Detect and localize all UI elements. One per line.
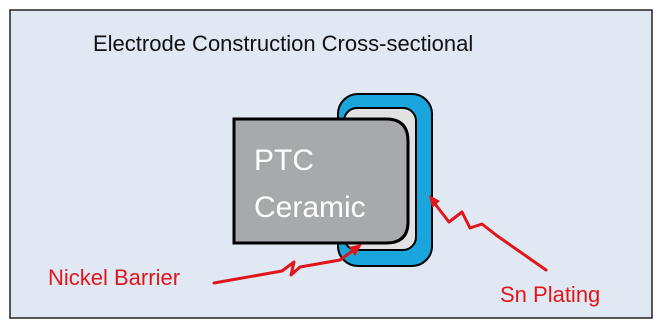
sn-plating-callout-arrow	[429, 195, 440, 208]
nickel-barrier-callout-arrow	[349, 244, 362, 256]
nickel-barrier-callout-line	[212, 245, 360, 285]
ceramic-label: Ceramic	[254, 191, 366, 224]
sn-plating-callout-line	[430, 198, 548, 272]
ptc-label: PTC	[254, 144, 314, 177]
sn-plating-label: Sn Plating	[500, 282, 600, 307]
ptc-ceramic-body	[232, 117, 410, 245]
nickel-barrier-label: Nickel Barrier	[48, 265, 180, 290]
diagram-title: Electrode Construction Cross-sectional	[93, 31, 473, 56]
